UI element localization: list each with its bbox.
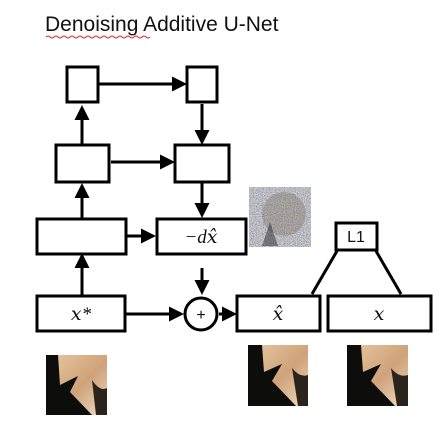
output-block	[235, 294, 322, 333]
loss-label: L1	[347, 229, 365, 246]
input-image	[46, 355, 107, 415]
spellcheck-underline	[45, 35, 151, 39]
target-block	[326, 294, 433, 333]
decoder-top-block	[185, 65, 219, 104]
encoder-mid-block	[54, 143, 111, 184]
output-image	[248, 345, 308, 406]
encoder-top-block	[65, 65, 100, 104]
loss-block	[334, 221, 379, 252]
edge-target-to-loss	[374, 250, 403, 295]
input-label: 𝑥*	[71, 304, 92, 325]
output-label: 𝑥̂	[273, 304, 284, 325]
edge-output-to-loss	[310, 250, 339, 295]
diagram-title: Denoising Additive U-Net	[45, 13, 279, 36]
target-label: 𝑥	[374, 304, 385, 325]
delta-block	[155, 217, 248, 256]
noise-image	[249, 187, 311, 247]
decoder-mid-block	[173, 143, 231, 184]
sum-operator	[183, 296, 219, 332]
sum-label: +	[196, 307, 205, 324]
delta-label: −d𝑥̂	[184, 227, 217, 248]
encoder-low-block	[35, 217, 128, 256]
input-block	[35, 294, 127, 333]
target-image	[347, 345, 408, 406]
